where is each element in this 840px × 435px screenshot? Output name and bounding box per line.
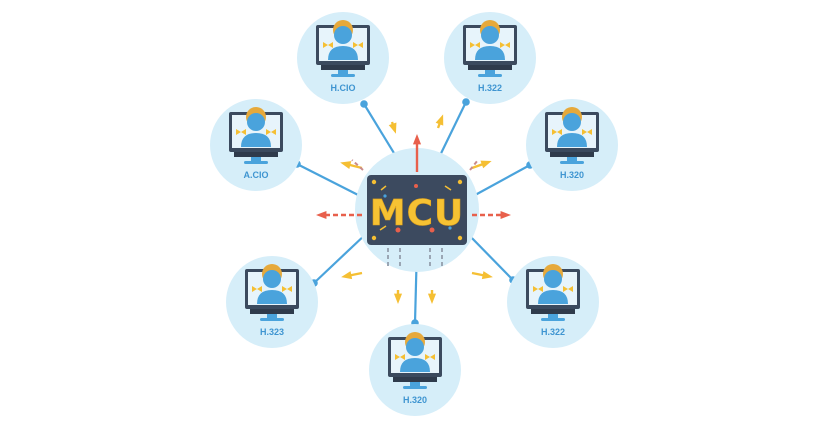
- mcu-hub: MCU: [367, 175, 467, 245]
- arrow-yellow-5-head: [341, 271, 353, 280]
- arrow-yellow-4-head: [480, 160, 492, 169]
- video-terminal-icon: [545, 107, 599, 164]
- signal-arrows: [316, 114, 511, 304]
- arrow-left-red-head: [316, 210, 327, 220]
- link-endpoint-top-left: [360, 100, 368, 108]
- arrow-yellow-1-head: [388, 122, 397, 134]
- mcu-label: MCU: [370, 193, 464, 234]
- node-label: H.CIO: [330, 83, 355, 93]
- arrow-yellow-7-head: [393, 293, 403, 304]
- feed-dash-right: [469, 159, 479, 171]
- node-label: H.320: [403, 395, 427, 405]
- terminal-node-right: H.320: [526, 99, 618, 191]
- terminal-node-bottom-right: H.322: [507, 256, 599, 348]
- arrow-yellow-8-head: [427, 293, 437, 304]
- node-label: H.322: [478, 83, 502, 93]
- link-bottom-right: [465, 231, 514, 281]
- link-endpoint-top-right: [462, 98, 470, 106]
- video-terminal-icon: [463, 20, 517, 77]
- arrow-up-red-head: [412, 134, 422, 145]
- video-terminal-icon: [316, 20, 370, 77]
- node-label: H.323: [260, 327, 284, 337]
- mcu-box: [367, 175, 467, 245]
- video-terminal-icon: [388, 332, 442, 389]
- terminal-node-bottom: H.320: [369, 324, 461, 416]
- video-terminal-icon: [229, 107, 283, 164]
- arrow-yellow-6-head: [481, 271, 493, 280]
- video-terminal-icon: [245, 264, 299, 321]
- terminal-node-left: A.CIO: [210, 99, 302, 191]
- node-label: A.CIO: [243, 170, 268, 180]
- connections: [293, 98, 534, 327]
- node-label: H.320: [560, 170, 584, 180]
- feed-dash-left: [351, 159, 364, 171]
- video-terminal-icon: [526, 264, 580, 321]
- arrow-right-red-head: [500, 210, 511, 220]
- link-bottom-left: [313, 231, 369, 284]
- terminal-node-top-left: H.CIO: [297, 12, 389, 104]
- arrow-yellow-3-head: [340, 161, 352, 170]
- terminal-node-top-right: H.322: [444, 12, 536, 104]
- terminal-node-bottom-left: H.323: [226, 256, 318, 348]
- node-label: H.322: [541, 327, 565, 337]
- link-left: [296, 163, 369, 201]
- arrow-yellow-2-head: [435, 114, 444, 126]
